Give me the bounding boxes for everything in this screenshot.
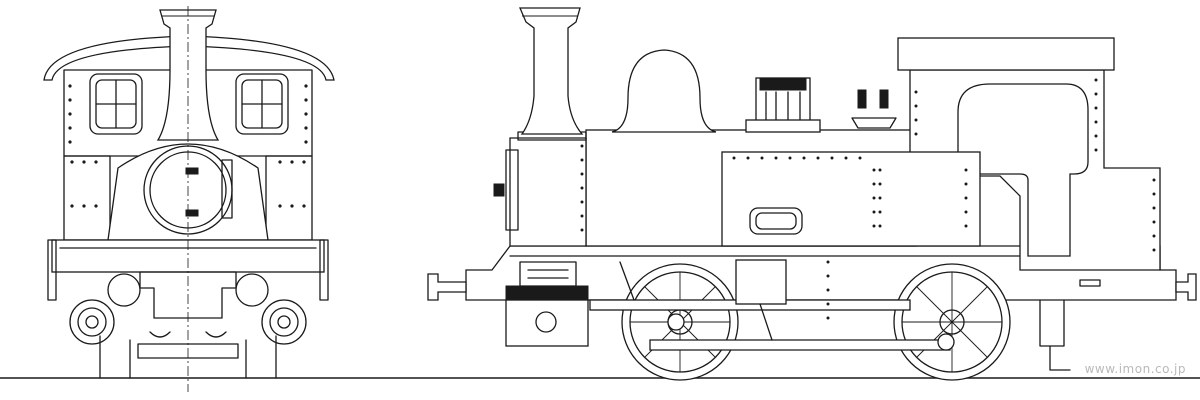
side-rear-driving-wheel (893, 263, 1011, 381)
front-coupler-block (139, 271, 237, 319)
front-left-buffer (107, 273, 141, 307)
side-chimney (519, 7, 584, 135)
front-left-tank (63, 155, 111, 241)
side-front-buffer (427, 273, 467, 301)
front-cab-roof (43, 35, 335, 81)
side-safety-valve (745, 77, 821, 133)
watermark: www.imon.co.jp (1084, 362, 1186, 376)
front-view (43, 6, 335, 392)
side-smokebox (509, 137, 587, 247)
side-whistles (851, 89, 897, 129)
side-cab-roof (897, 37, 1115, 71)
front-right-window (235, 73, 289, 135)
front-rivets (68, 84, 308, 208)
side-rivets (580, 78, 1156, 320)
side-steam-dome (611, 49, 717, 133)
side-cylinder (505, 261, 589, 347)
side-rear-buffer (1175, 273, 1197, 301)
front-right-tank (265, 155, 313, 241)
front-left-wheel (69, 299, 115, 345)
side-tank-window (749, 207, 803, 235)
front-left-window (89, 73, 143, 135)
front-right-buffer (235, 273, 269, 307)
side-view (427, 7, 1197, 381)
front-right-wheel (261, 299, 307, 345)
side-valve-gear (589, 259, 955, 351)
